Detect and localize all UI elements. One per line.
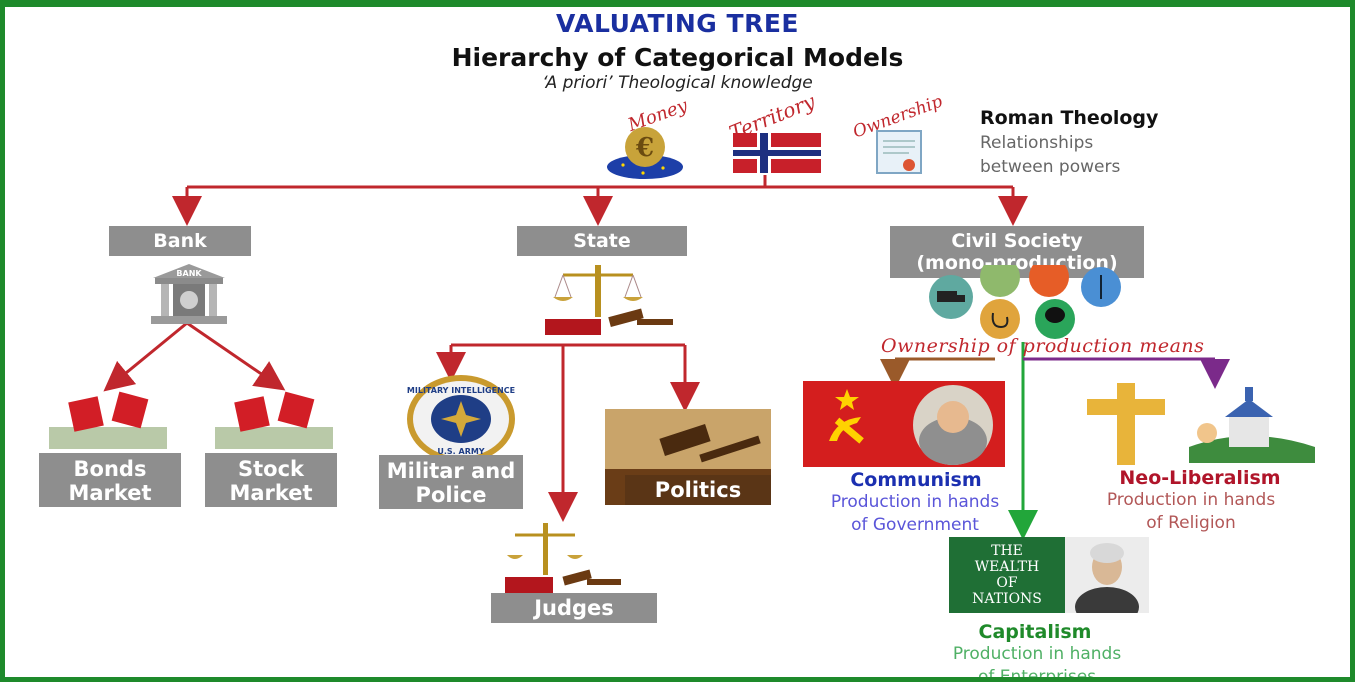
militar-line-1: Militar and (386, 459, 516, 483)
stock-line-2: Market (229, 481, 313, 505)
judges-scales-icon (505, 521, 625, 599)
communism-line-2: of Government (851, 515, 979, 535)
roman-theology-heading: Roman Theology (980, 107, 1159, 129)
diagram-subtitle: Hierarchy of Categorical Models (451, 43, 904, 72)
diagram-tagline: ‘A priori’ Theological knowledge (542, 73, 813, 93)
bonds-line-2: Market (68, 481, 152, 505)
svg-text:U.S. ARMY: U.S. ARMY (437, 447, 484, 456)
scales-of-justice-icon (545, 261, 679, 339)
communism-image (803, 381, 1005, 467)
industry-icons-cluster (925, 257, 1135, 345)
military-badge-icon: MILITARY INTELLIGENCE U.S. ARMY (403, 373, 519, 465)
capitalism-title: Capitalism (978, 621, 1092, 643)
neoliberalism-cross-church-image (1079, 377, 1319, 467)
neoliberalism-line-2: of Religion (1146, 513, 1236, 533)
communism-title: Communism (850, 469, 982, 491)
wealth-of-nations-book: THE WEALTH OF NATIONS (949, 537, 1065, 613)
neoliberalism-description: Production in hands of Religion (1071, 489, 1311, 535)
militar-line-2: Police (415, 483, 487, 507)
civil-society-line-2: (mono-production) (916, 252, 1118, 274)
capitalism-line-2: of Enterprises (977, 667, 1097, 682)
bank-split-arrows (103, 321, 286, 392)
top-split-arrows (172, 175, 1028, 226)
neoliberalism-title: Neo-Liberalism (1119, 467, 1281, 489)
state-split-arrows (436, 343, 700, 522)
stock-line-1: Stock (237, 457, 304, 481)
adam-smith-portrait (1065, 537, 1149, 627)
norway-flag-icon (733, 129, 821, 177)
judges-box: Judges (491, 593, 657, 623)
svg-text:BANK: BANK (176, 269, 202, 278)
ownership-production-label: Ownership of production means (881, 335, 1205, 357)
politics-label: Politics (625, 475, 771, 505)
neoliberalism-line-1: Production in hands (1106, 490, 1276, 510)
capitalism-description: Production in hands of Enterprises (919, 643, 1155, 682)
book-line-4: NATIONS (972, 591, 1042, 607)
book-line-1: THE (991, 543, 1023, 559)
svg-text:€: € (635, 133, 654, 163)
roman-line-1: Relationships (980, 133, 1094, 153)
civil-society-box: Civil Society (mono-production) (890, 226, 1144, 278)
militar-police-box: Militar and Police (379, 455, 523, 509)
diagram-title: VALUATING TREE (556, 9, 799, 38)
communism-description: Production in hands of Government (785, 491, 1045, 537)
book-line-2: WEALTH (974, 559, 1040, 575)
stethoscope-icon (980, 299, 1020, 339)
bonds-line-1: Bonds (73, 457, 147, 481)
bonds-dice-icon (45, 391, 171, 453)
certificate-icon (873, 129, 925, 177)
state-box: State (517, 226, 687, 256)
capitalism-line-1: Production in hands (952, 644, 1122, 664)
roman-theology-description: Relationships between powers (980, 131, 1120, 179)
bonds-market-box: Bonds Market (39, 453, 181, 507)
bank-box: Bank (109, 226, 251, 256)
roman-line-2: between powers (980, 157, 1121, 177)
connector-layer (103, 175, 1230, 540)
money-euro-icon: € (603, 125, 687, 181)
book-line-3: OF (996, 575, 1018, 591)
svg-text:MILITARY INTELLIGENCE: MILITARY INTELLIGENCE (407, 386, 515, 395)
stock-dice-icon (211, 391, 337, 453)
civil-society-line-1: Civil Society (951, 230, 1083, 252)
communism-line-1: Production in hands (830, 492, 1000, 512)
bank-building-icon: BANK (147, 262, 231, 326)
stock-market-box: Stock Market (205, 453, 337, 507)
